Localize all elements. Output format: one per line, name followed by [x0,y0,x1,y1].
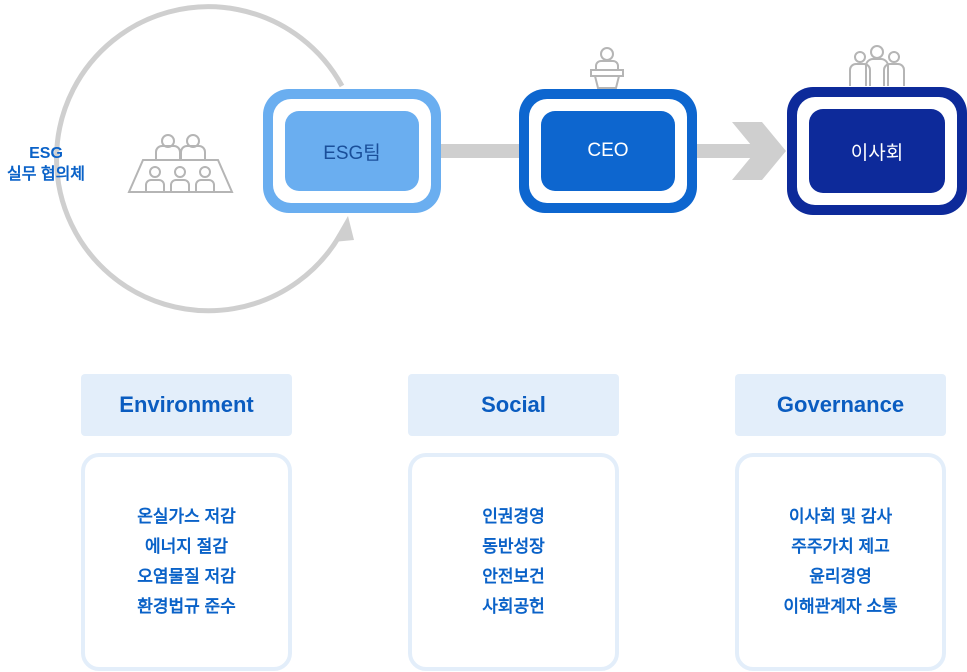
list-item: 동반성장 [482,537,545,556]
loop-arrowhead [333,216,354,242]
list-item: 에너지 절감 [145,537,228,556]
council-label-line2: 실무 협의체 [6,166,86,183]
ceo-label: CEO [541,111,675,191]
environment-header: Environment [81,374,292,436]
arrowhead-board [732,122,786,180]
connector-ceo-board [697,144,759,158]
list-item: 인권경영 [482,507,545,526]
connector-esg-ceo [441,144,521,158]
list-item: 온실가스 저감 [137,507,236,526]
governance-items: 이사회 및 감사 주주가치 제고 윤리경영 이해관계자 소통 [735,453,946,671]
board-label: 이사회 [809,109,945,193]
environment-items: 온실가스 저감 에너지 절감 오염물질 저감 환경법규 준수 [81,453,292,671]
list-item: 안전보건 [482,567,545,586]
council-label: ESG 실무 협의체 [0,143,92,185]
meeting-people-icon [127,134,234,193]
list-item: 오염물질 저감 [137,567,236,586]
group-people-icon [849,45,905,86]
list-item: 이해관계자 소통 [783,597,898,616]
loop-arc [54,4,345,314]
list-item: 윤리경영 [809,567,872,586]
governance-header: Governance [735,374,946,436]
social-items: 인권경영 동반성장 안전보건 사회공헌 [408,453,619,671]
podium-speaker-icon [590,47,624,89]
list-item: 환경법규 준수 [137,597,236,616]
social-header: Social [408,374,619,436]
list-item: 이사회 및 감사 [788,507,893,526]
council-label-line1: ESG [29,145,63,162]
list-item: 사회공헌 [482,597,545,616]
esg-team-label: ESG팀 [285,111,419,191]
list-item: 주주가치 제고 [791,537,890,556]
